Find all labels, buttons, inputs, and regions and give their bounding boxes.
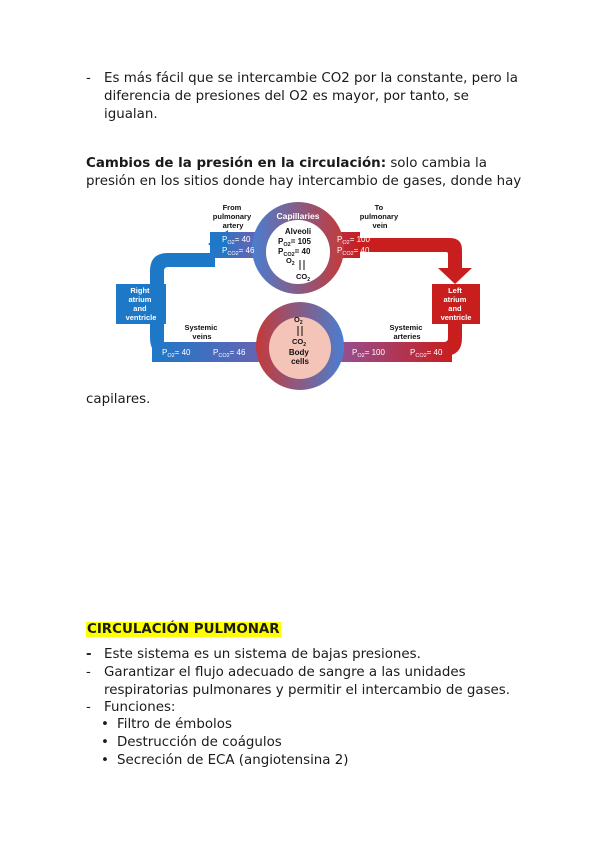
circulation-diagram: Capillaries Alveoli PO2= 105 PCO2= 40 O2…: [116, 202, 480, 390]
cambios-continuation: capilares.: [86, 392, 151, 407]
section-heading: CIRCULACIÓN PULMONAR: [86, 621, 281, 639]
dash-marker: -: [86, 71, 91, 86]
pulmonar-heading: CIRCULACIÓN PULMONAR: [86, 622, 281, 637]
pulmonar-list-item: - Este sistema es un sistema de bajas pr…: [86, 646, 536, 664]
function-text: Destrucción de coágulos: [117, 735, 282, 750]
cambios-text: solo cambia la presión en los sitios don…: [86, 156, 522, 189]
arteries-pco2: PCO2= 40: [410, 348, 443, 359]
function-bullet: • Destrucción de coágulos: [101, 734, 282, 752]
body-cells-circle: [269, 317, 331, 379]
dash-marker: -: [86, 700, 91, 715]
bullet-marker: •: [101, 753, 109, 768]
alveoli-circle: [266, 220, 330, 284]
pulmonar-item-text: Funciones:: [104, 700, 176, 715]
alveoli-label: Alveoli: [285, 227, 311, 236]
body-co2: CO2: [292, 337, 306, 348]
dash-marker: -: [86, 665, 91, 680]
cambios-heading: Cambios de la presión en la circulación:: [86, 156, 387, 171]
alveoli-po2: PO2= 105: [278, 237, 311, 248]
left-heart-box: [432, 284, 480, 324]
function-text: Filtro de émbolos: [117, 717, 232, 732]
alveoli-pco2: PCO2= 40: [278, 247, 311, 258]
body-o2: O2: [294, 315, 303, 326]
bullet-marker: •: [101, 735, 109, 750]
pulmonar-item-text: Este sistema es un sistema de bajas pres…: [104, 647, 421, 662]
pulmonar-list-item: - Funciones:: [86, 699, 536, 717]
intro-list-item: - Es más fácil que se intercambie CO2 po…: [86, 70, 526, 124]
right-heart-box: [116, 284, 166, 324]
vein-po2: PO2= 100: [337, 235, 370, 246]
bullet-marker: •: [101, 717, 109, 732]
function-bullet: • Filtro de émbolos: [101, 716, 232, 734]
dash-marker: -: [86, 647, 92, 662]
left-heart-label: Left atrium and ventricle: [441, 286, 472, 322]
veins-pco2: PCO2= 46: [213, 348, 246, 359]
systemic-arteries-label: Systemic arteries: [389, 323, 424, 341]
capillaries-label: Capillaries: [277, 211, 320, 221]
artery-po2: PO2= 40: [222, 235, 251, 246]
vein-pco2: PCO2= 40: [337, 246, 370, 257]
intro-text: Es más fácil que se intercambie CO2 por …: [104, 71, 518, 122]
arteries-po2: PO2= 100: [352, 348, 385, 359]
arterial-path: [355, 238, 472, 284]
function-bullet: • Secreción de ECA (angiotensina 2): [101, 752, 349, 770]
veins-po2: PO2= 40: [162, 348, 191, 359]
alveoli-o2: O2: [286, 256, 295, 267]
body-cells-label: Body cells: [289, 348, 311, 366]
systemic-veins-label: Systemic veins: [184, 323, 219, 341]
pulmonar-list-item: - Garantizar el flujo adecuado de sangre…: [86, 664, 536, 700]
alveoli-co2: CO2: [296, 272, 310, 283]
exchange-arrows-bottom: [297, 326, 303, 336]
to-vein-label: To pulmonary vein: [360, 203, 400, 230]
exchange-arrows-top: [299, 260, 305, 270]
arrow-head-top: [208, 230, 228, 258]
cambios-paragraph: Cambios de la presión en la circulación:…: [86, 155, 531, 191]
pulmonar-item-text: Garantizar el flujo adecuado de sangre a…: [104, 665, 511, 698]
artery-pco2: PCO2= 46: [222, 246, 255, 257]
right-heart-label: Right atrium and ventricle: [126, 286, 157, 322]
from-artery-label: From pulmonary artery: [213, 203, 253, 230]
function-text: Secreción de ECA (angiotensina 2): [117, 753, 349, 768]
